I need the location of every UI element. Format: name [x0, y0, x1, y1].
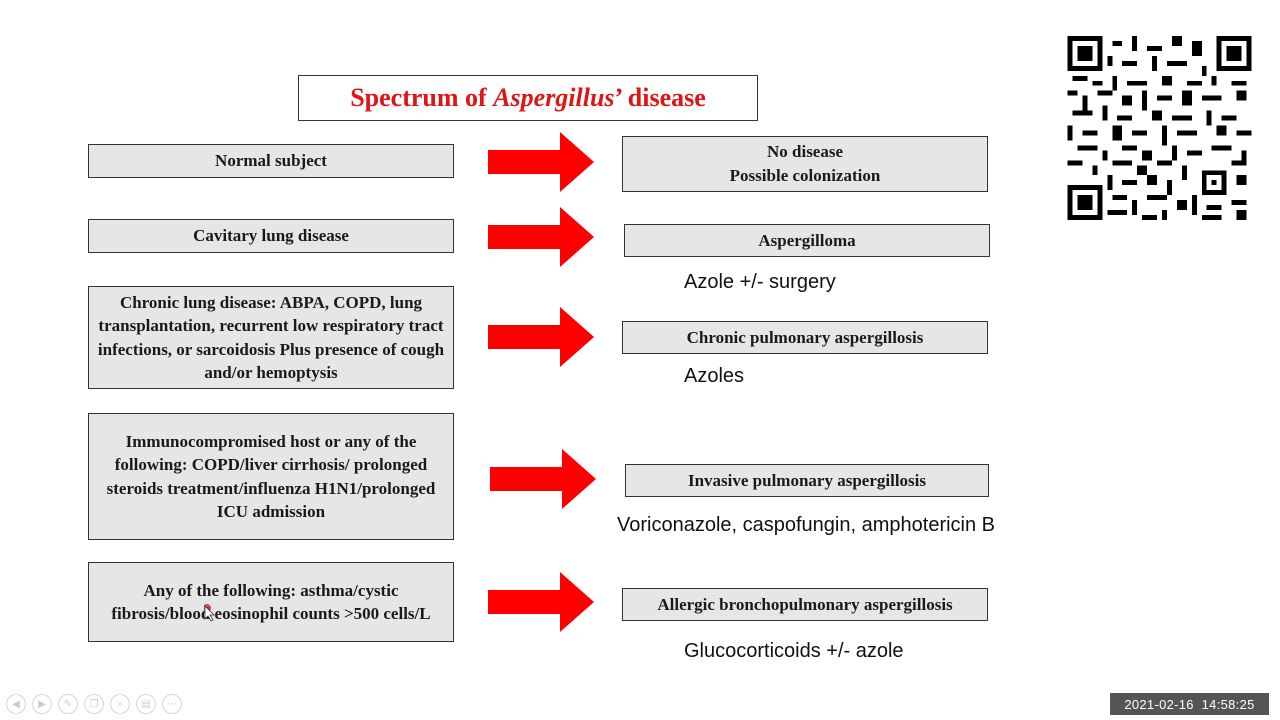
condition-text: Chronic lung disease: ABPA, COPD, lung t… [97, 292, 445, 383]
more-icon[interactable]: ⋯ [162, 694, 182, 714]
outcome-box-aspergilloma: Aspergilloma [624, 224, 990, 257]
condition-box-immunocompromised: Immunocompromised host or any of the fol… [88, 413, 454, 540]
slides-icon[interactable]: ▤ [136, 694, 156, 714]
presentation-toolbar: ◀ ▶ ✎ ❐ ⌕ ▤ ⋯ [6, 694, 182, 714]
pointer-cursor-icon [204, 604, 215, 622]
next-icon[interactable]: ▶ [32, 694, 52, 714]
title-prefix: Spectrum of [350, 83, 494, 112]
outcome-box-abpa: Allergic bronchopulmonary aspergillosis [622, 588, 988, 621]
title-suffix: ’ disease [614, 83, 706, 112]
arrow-icon [490, 449, 596, 509]
condition-box-normal: Normal subject [88, 144, 454, 178]
arrow-icon [488, 307, 594, 367]
condition-box-cavitary: Cavitary lung disease [88, 219, 454, 253]
condition-text: Any of the following: asthma/cystic fibr… [111, 580, 431, 624]
arrow-shape [488, 207, 594, 267]
treatment-text: Voriconazole, caspofungin, amphotericin … [617, 514, 996, 536]
outcome-box-invasive: Invasive pulmonary aspergillosis [625, 464, 989, 497]
recording-timestamp: 2021-02-16 14:58:25 [1110, 693, 1269, 715]
arrow-shape [488, 307, 594, 367]
arrow-icon [488, 132, 594, 192]
outcome-line1: Aspergilloma [758, 230, 856, 250]
slide-title: Spectrum of Aspergillus’ disease [298, 75, 758, 121]
arrow-icon [488, 207, 594, 267]
timestamp-text: 2021-02-16 14:58:25 [1124, 696, 1255, 712]
outcome-line1: No disease [766, 142, 844, 161]
arrow-icon [488, 572, 594, 632]
outcome-line1: Allergic bronchopulmonary aspergillosis [657, 594, 953, 614]
outcome-box-chronic-pulmonary: Chronic pulmonary aspergillosis [622, 321, 988, 354]
zoom-icon[interactable]: ⌕ [110, 694, 130, 714]
qr-code-icon [1067, 36, 1252, 220]
outcome-line1: Chronic pulmonary aspergillosis [686, 327, 924, 347]
outcome-line1: Invasive pulmonary aspergillosis [687, 470, 927, 490]
arrow-shape [490, 449, 596, 509]
treatment-text: Azole +/- surgery [684, 271, 836, 293]
pen-icon[interactable]: ✎ [58, 694, 78, 714]
condition-box-allergic: Any of the following: asthma/cystic fibr… [88, 562, 454, 642]
copy-icon[interactable]: ❐ [84, 694, 104, 714]
outcome-box-no-disease: No disease Possible colonization [622, 136, 988, 192]
outcome-line2: Possible colonization [729, 166, 881, 185]
arrow-shape [488, 132, 594, 192]
condition-text: Immunocompromised host or any of the fol… [106, 431, 436, 522]
treatment-text: Azoles [684, 365, 745, 387]
treatment-text: Glucocorticoids +/- azole [684, 640, 904, 662]
prev-icon[interactable]: ◀ [6, 694, 26, 714]
arrow-shape [488, 572, 594, 632]
condition-text: Normal subject [215, 151, 327, 171]
condition-box-chronic: Chronic lung disease: ABPA, COPD, lung t… [88, 286, 454, 389]
title-italic: Aspergillus [493, 83, 615, 112]
condition-text: Cavitary lung disease [193, 226, 349, 246]
